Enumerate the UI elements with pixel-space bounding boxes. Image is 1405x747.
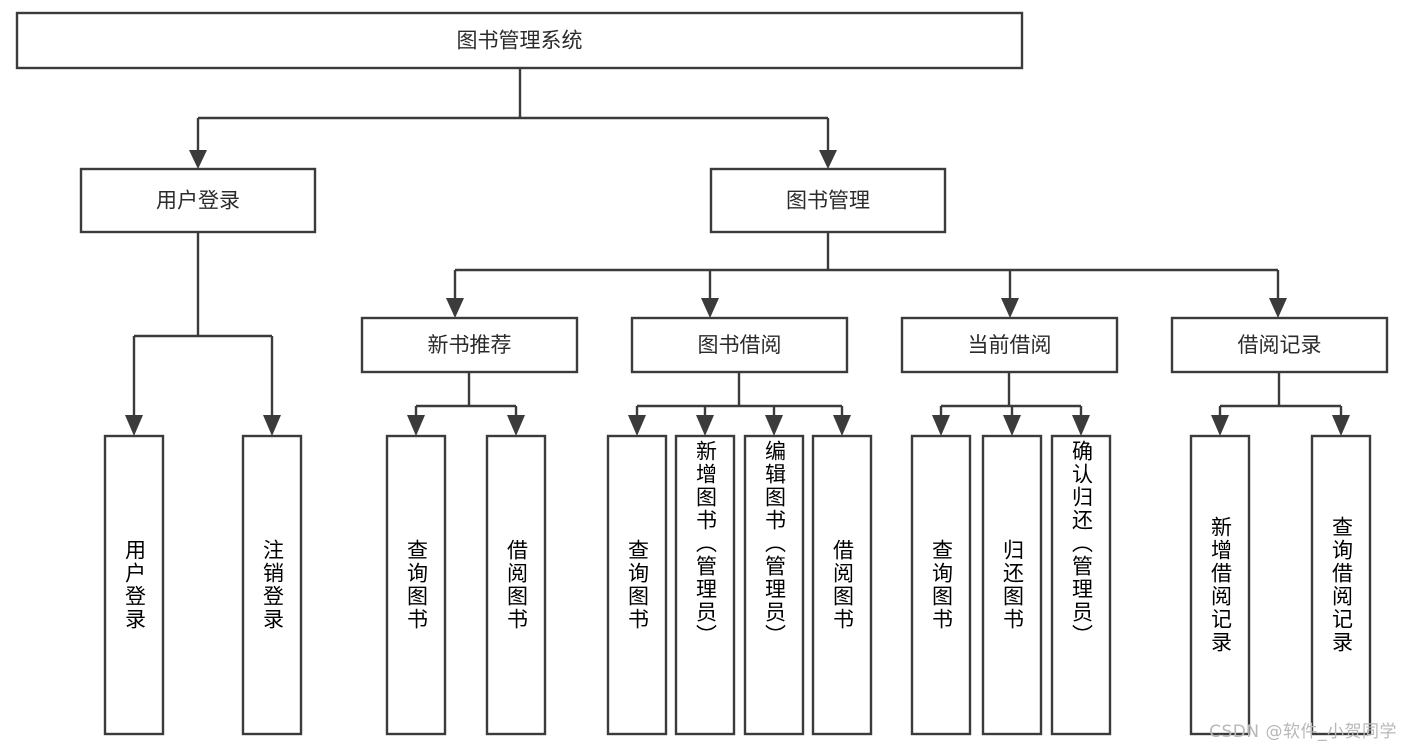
- connector-group-book-management: [446, 232, 1287, 318]
- connector-group-user-login: [125, 232, 281, 436]
- arrow-head-leaf-edit-book-admin: [765, 415, 783, 436]
- node-label-new-book-recommend: 新书推荐: [428, 333, 512, 357]
- arrow-head-leaf-borrow-book-recommend: [507, 415, 525, 436]
- node-box-leaf-add-book-admin[interactable]: [674, 434, 736, 736]
- arrow-head-book-borrow: [701, 298, 719, 318]
- node-box-leaf-borrow-book[interactable]: [811, 434, 873, 736]
- arrow-head-borrow-record: [1269, 298, 1287, 318]
- arrow-head-new-book-recommend: [446, 298, 464, 318]
- node-label-root: 图书管理系统: [457, 29, 583, 53]
- node-current-borrow[interactable]: 当前借阅: [900, 316, 1119, 374]
- node-label-borrow-record: 借阅记录: [1238, 333, 1322, 357]
- arrow-head-leaf-query-book-borrow: [628, 415, 646, 436]
- node-root[interactable]: 图书管理系统: [15, 11, 1024, 70]
- arrow-head-leaf-borrow-book: [833, 415, 851, 436]
- arrow-head-leaf-query-borrow-record: [1332, 415, 1350, 436]
- node-book-borrow[interactable]: 图书借阅: [630, 316, 849, 374]
- node-box-leaf-edit-book-admin[interactable]: [743, 434, 805, 736]
- node-box-current-borrow[interactable]: [900, 316, 1119, 374]
- node-box-leaf-add-borrow-record[interactable]: [1189, 434, 1251, 736]
- arrow-head-book-management: [819, 150, 837, 169]
- node-user-login[interactable]: 用户登录: [79, 167, 317, 234]
- node-box-book-management[interactable]: [709, 167, 947, 234]
- node-box-leaf-confirm-return-admin[interactable]: [1050, 434, 1112, 736]
- csdn-watermark: CSDN @软件_小贺同学: [1209, 722, 1397, 742]
- node-book-management[interactable]: 图书管理: [709, 167, 947, 234]
- arrow-head-current-borrow: [1001, 298, 1019, 318]
- node-box-leaf-query-book-current[interactable]: [910, 434, 972, 736]
- node-box-leaf-query-borrow-record[interactable]: [1310, 434, 1372, 736]
- node-box-root[interactable]: [15, 11, 1024, 70]
- node-box-leaf-borrow-book-recommend[interactable]: [485, 434, 547, 736]
- node-box-leaf-logout-login[interactable]: [241, 434, 303, 736]
- arrow-head-leaf-query-book-current: [932, 415, 950, 436]
- node-label-book-management: 图书管理: [786, 189, 870, 213]
- connector-group-book-borrow: [628, 372, 851, 436]
- arrow-head-leaf-confirm-return-admin: [1072, 415, 1090, 436]
- node-box-leaf-user-login[interactable]: [103, 434, 165, 736]
- arrow-head-leaf-query-book-recommend: [407, 415, 425, 436]
- node-box-new-book-recommend[interactable]: [360, 316, 579, 374]
- node-label-book-borrow: 图书借阅: [698, 333, 782, 357]
- connector-group-root: [189, 68, 837, 169]
- connector-group-borrow-record: [1211, 372, 1350, 436]
- node-new-book-recommend[interactable]: 新书推荐: [360, 316, 579, 374]
- node-label-user-login: 用户登录: [156, 189, 240, 213]
- node-box-leaf-query-book-borrow[interactable]: [606, 434, 668, 736]
- arrow-head-leaf-add-book-admin: [696, 415, 714, 436]
- node-box-user-login[interactable]: [79, 167, 317, 234]
- arrow-head-leaf-logout-login: [263, 415, 281, 436]
- arrow-head-user-login: [189, 150, 207, 169]
- connector-group-current-borrow: [932, 372, 1090, 436]
- node-box-book-borrow[interactable]: [630, 316, 849, 374]
- node-box-leaf-query-book-recommend[interactable]: [385, 434, 447, 736]
- arrow-head-leaf-return-book: [1003, 415, 1021, 436]
- node-label-current-borrow: 当前借阅: [968, 333, 1052, 357]
- arrow-head-leaf-user-login: [125, 415, 143, 436]
- node-borrow-record[interactable]: 借阅记录: [1170, 316, 1389, 374]
- connector-group-new-book-recommend: [407, 372, 525, 436]
- node-box-leaf-return-book[interactable]: [981, 434, 1043, 736]
- node-box-borrow-record[interactable]: [1170, 316, 1389, 374]
- arrow-head-leaf-add-borrow-record: [1211, 415, 1229, 436]
